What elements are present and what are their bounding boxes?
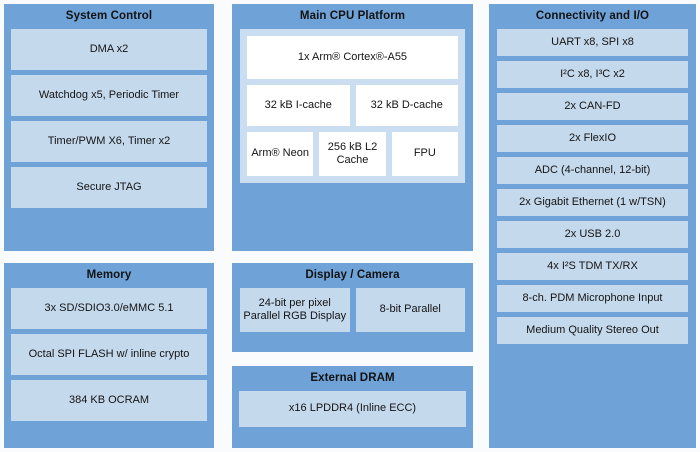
cpu-unit-row: Arm® Neon 256 kB L2 Cache FPU — [247, 131, 458, 176]
block-dma: DMA x2 — [11, 28, 207, 70]
block-watchdog-periodic-timer: Watchdog x5, Periodic Timer — [11, 74, 207, 116]
block-timer-pwm: Timer/PWM X6, Timer x2 — [11, 120, 207, 162]
cpu-cluster-container: 1x Arm® Cortex®-A55 32 kB I-cache 32 kB … — [240, 28, 465, 183]
block-8bit-parallel: 8-bit Parallel — [355, 287, 465, 332]
panel-external-dram: External DRAM x16 LPDDR4 (Inline ECC) — [232, 366, 473, 448]
panel-title-display-camera: Display / Camera — [305, 269, 400, 281]
cpu-cache-row: 32 kB I-cache 32 kB D-cache — [247, 84, 458, 126]
block-can-fd: 2x CAN-FD — [497, 92, 688, 120]
panel-title-connectivity-io: Connectivity and I/O — [535, 10, 650, 22]
panel-title-external-dram: External DRAM — [310, 372, 395, 384]
block-gigabit-ethernet: 2x Gigabit Ethernet (1 w/TSN) — [497, 188, 688, 216]
panel-title-system-control: System Control — [65, 10, 153, 22]
block-l2-cache: 256 kB L2 Cache — [319, 131, 386, 176]
block-d-cache: 32 kB D-cache — [355, 84, 458, 126]
panel-memory: Memory 3x SD/SDIO3.0/eMMC 5.1 Octal SPI … — [4, 263, 214, 448]
panel-title-main-cpu-platform: Main CPU Platform — [299, 10, 406, 22]
block-sd-sdio-emmc: 3x SD/SDIO3.0/eMMC 5.1 — [11, 287, 207, 329]
block-pdm-microphone-input: 8-ch. PDM Microphone Input — [497, 284, 688, 312]
block-adc: ADC (4-channel, 12-bit) — [497, 156, 688, 184]
memory-row-list: 3x SD/SDIO3.0/eMMC 5.1 Octal SPI FLASH w… — [4, 287, 214, 428]
block-cortex-a55: 1x Arm® Cortex®-A55 — [247, 35, 458, 79]
panel-connectivity-io: Connectivity and I/O UART x8, SPI x8 I²C… — [489, 4, 696, 448]
connectivity-row-list: UART x8, SPI x8 I²C x8, I³C x2 2x CAN-FD… — [489, 28, 696, 356]
block-i2c-i3c: I²C x8, I³C x2 — [497, 60, 688, 88]
panel-main-cpu-platform: Main CPU Platform 1x Arm® Cortex®-A55 32… — [232, 4, 473, 251]
display-camera-row-list: 24-bit per pixel Parallel RGB Display 8-… — [232, 287, 473, 340]
block-fpu: FPU — [391, 131, 458, 176]
block-i-cache: 32 kB I-cache — [247, 84, 350, 126]
block-stereo-out: Medium Quality Stereo Out — [497, 316, 688, 344]
block-flexio: 2x FlexIO — [497, 124, 688, 152]
block-parallel-rgb-display: 24-bit per pixel Parallel RGB Display — [240, 287, 350, 332]
block-ocram: 384 KB OCRAM — [11, 379, 207, 421]
block-secure-jtag: Secure JTAG — [11, 166, 207, 208]
block-i2s-tdm: 4x I²S TDM TX/RX — [497, 252, 688, 280]
panel-display-camera: Display / Camera 24-bit per pixel Parall… — [232, 263, 473, 352]
panel-system-control: System Control DMA x2 Watchdog x5, Perio… — [4, 4, 214, 251]
block-lpddr4: x16 LPDDR4 (Inline ECC) — [239, 390, 466, 427]
external-dram-row-list: x16 LPDDR4 (Inline ECC) — [232, 390, 473, 434]
block-uart-spi: UART x8, SPI x8 — [497, 28, 688, 56]
block-arm-neon: Arm® Neon — [247, 131, 314, 176]
block-octal-spi-flash: Octal SPI FLASH w/ inline crypto — [11, 333, 207, 375]
system-control-row-list: DMA x2 Watchdog x5, Periodic Timer Timer… — [4, 28, 214, 215]
block-usb: 2x USB 2.0 — [497, 220, 688, 248]
panel-title-memory: Memory — [86, 269, 132, 281]
